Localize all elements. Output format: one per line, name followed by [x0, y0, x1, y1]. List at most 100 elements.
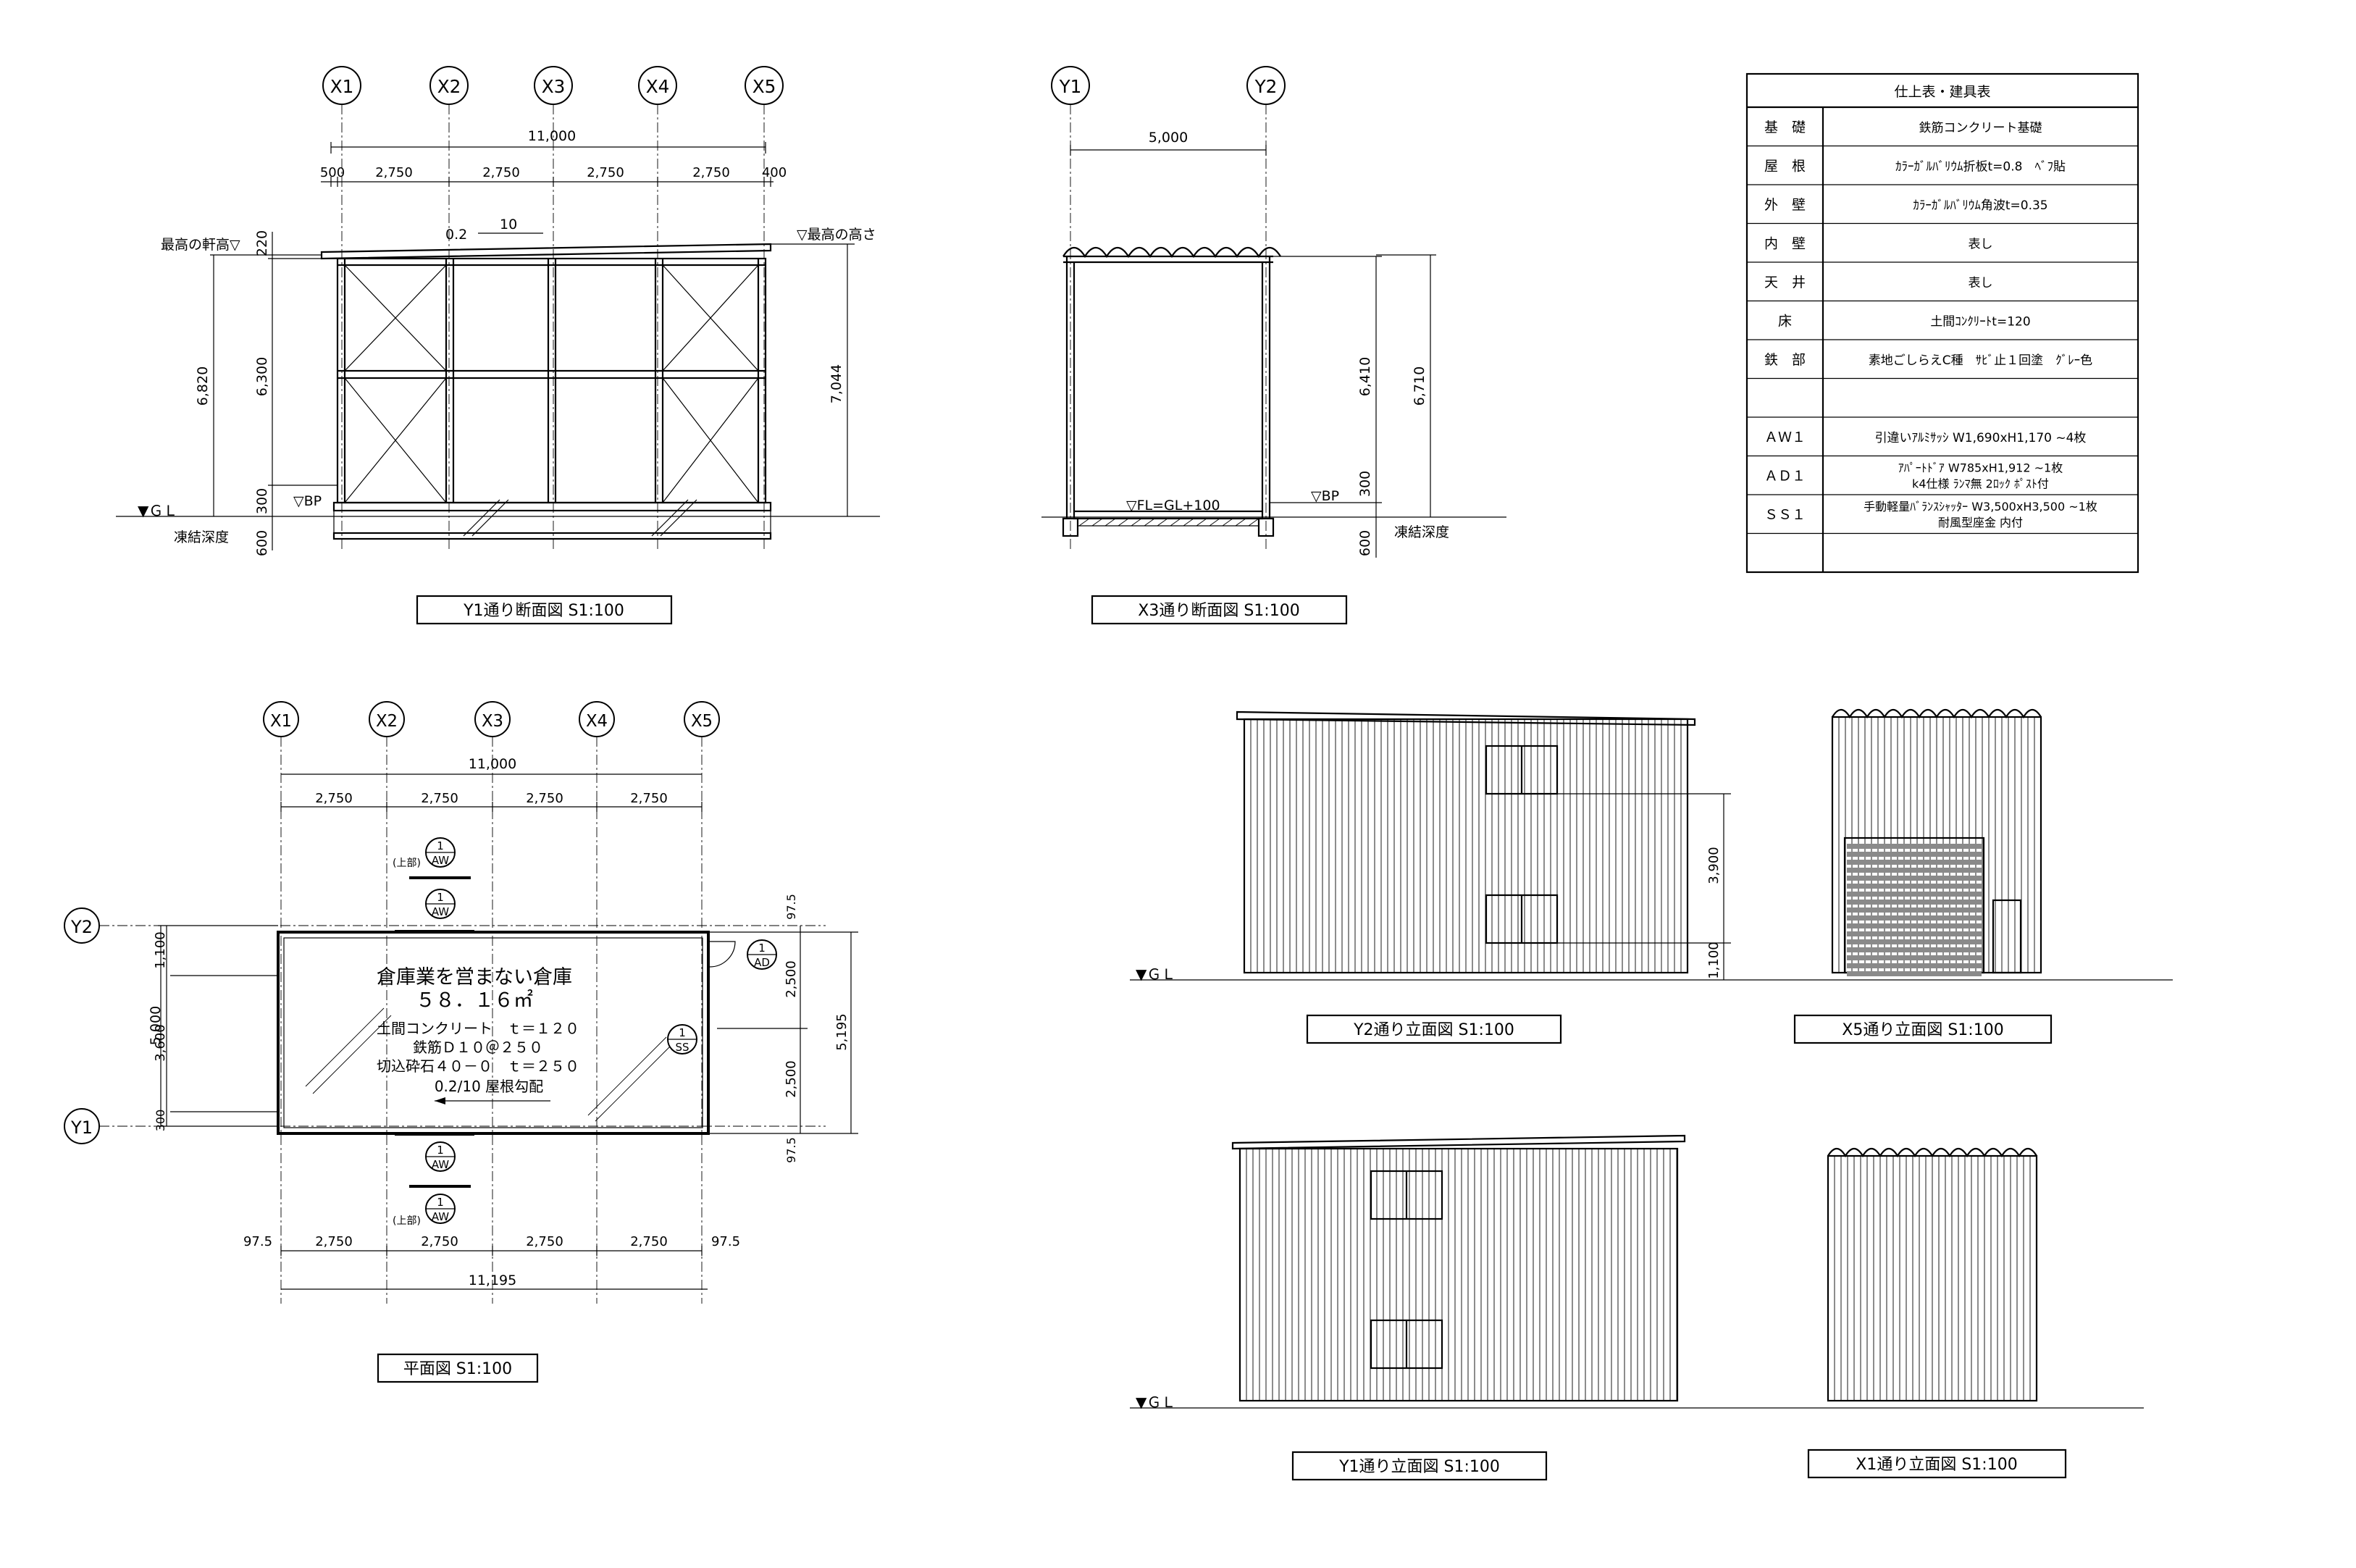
- y1-overall-dim: 11,000: [528, 128, 576, 144]
- y1-gl-label: ▼ＧＬ: [138, 502, 177, 519]
- svg-text:600: 600: [254, 530, 270, 556]
- svg-text:▼ＧＬ: ▼ＧＬ: [1136, 1393, 1175, 1411]
- spec-key: 内 壁: [1764, 235, 1806, 251]
- plan-span-top: 2,750: [630, 791, 668, 806]
- svg-text:1,100: 1,100: [1706, 942, 1722, 979]
- plan-overall-bottom: 11,195: [469, 1273, 516, 1288]
- spec-value: ｶﾗｰｶﾞﾙﾊﾞﾘｳﾑ折板t=0.8 ﾍﾞﾌ貼: [1895, 159, 2066, 174]
- grid-bubble-x1-label: X1: [330, 76, 354, 97]
- plan-grid-bubble-x5-label: X5: [691, 712, 713, 731]
- spec-key: ＡＤ１: [1764, 468, 1806, 484]
- plan-room-title: 倉庫業を営まない倉庫: [377, 966, 572, 989]
- y1-section-title: Y1通り断面図 S1:100: [463, 602, 624, 620]
- svg-text:SS: SS: [675, 1041, 689, 1054]
- svg-text:1: 1: [679, 1026, 686, 1039]
- spec-value: 鉄筋コンクリート基礎: [1919, 121, 2042, 135]
- grid-bubble-y1-label: Y1: [1059, 76, 1082, 97]
- spec-key: 屋 根: [1764, 158, 1806, 174]
- plan-span-top: 2,750: [315, 791, 353, 806]
- spec-key: ＡＷ１: [1764, 429, 1806, 445]
- spec-value: ｱﾊﾟｰﾄﾄﾞｱ W785xH1,912 ~1枚: [1898, 461, 2063, 475]
- spec-value: 表し: [1969, 237, 1993, 251]
- plan-edge-right: 97.5: [711, 1234, 740, 1249]
- elevation-y2: ▼ＧＬ 3,900 1,100 Y2通り立面図 S1:100: [1130, 710, 2173, 1044]
- elev-x5-title: X5通り立面図 S1:100: [1842, 1021, 2003, 1039]
- svg-text:AW: AW: [432, 854, 449, 867]
- svg-text:Y2: Y2: [70, 917, 93, 937]
- y1-slope-top: 10: [500, 217, 517, 232]
- grid-bubble-y2-label: Y2: [1254, 76, 1278, 97]
- svg-text:97.5: 97.5: [784, 1137, 798, 1163]
- elev-x1-title: X1通り立面図 S1:100: [1856, 1456, 2017, 1474]
- elev-y1-title: Y1通り立面図 S1:100: [1338, 1458, 1500, 1476]
- elev-y2-title: Y2通り立面図 S1:100: [1353, 1021, 1514, 1039]
- y1-roof: [320, 243, 772, 260]
- svg-text:6,820: 6,820: [195, 366, 211, 406]
- svg-text:97.5: 97.5: [784, 894, 798, 920]
- plan-room-area: ５８．１６㎡: [416, 989, 533, 1012]
- elevation-y1: ▼ＧＬ Y1通り立面図 S1:100: [1130, 1134, 2144, 1481]
- grid-bubble-x2-label: X2: [437, 76, 461, 97]
- y1-eaves-label: 最高の軒高▽: [161, 237, 240, 253]
- svg-text:6,710: 6,710: [1412, 366, 1428, 406]
- plan-grid-bubble-x4-label: X4: [586, 712, 608, 731]
- x3-span-dim: 5,000: [1149, 130, 1188, 146]
- plan-span-bottom: 2,750: [421, 1234, 458, 1249]
- y1-frost-label: 凍結深度: [174, 529, 229, 545]
- y1-span-dim: 2,750: [482, 165, 520, 180]
- svg-text:AD: AD: [754, 956, 770, 969]
- svg-text:(上部): (上部): [393, 858, 421, 869]
- svg-text:7,044: 7,044: [829, 364, 844, 403]
- y1-max-height-label: ▽最高の高さ: [797, 227, 876, 243]
- x3-bp-label: ▽BP: [1311, 488, 1339, 504]
- spec-key: 天 井: [1764, 274, 1806, 290]
- y1-bp-label: ▽BP: [293, 493, 322, 509]
- plan-span-bottom: 2,750: [630, 1234, 668, 1249]
- spec-key: ＳＳ１: [1764, 507, 1806, 523]
- spec-key: 外 壁: [1764, 197, 1806, 213]
- plan-title: 平面図 S1:100: [403, 1360, 512, 1378]
- svg-text:切込砕石４０－０ ｔ＝２５０: 切込砕石４０－０ ｔ＝２５０: [377, 1057, 579, 1075]
- svg-text:土間コンクリート ｔ＝１２０: 土間コンクリート ｔ＝１２０: [377, 1020, 579, 1037]
- svg-text:6,410: 6,410: [1357, 357, 1373, 396]
- spec-value: 表し: [1969, 276, 1993, 290]
- spec-value: 引違いｱﾙﾐｻｯｼ W1,690xH1,170 ~4枚: [1875, 431, 2087, 445]
- y1-span-dim: 2,750: [587, 165, 624, 180]
- elevation-x1: X1通り立面図 S1:100: [1807, 1147, 2067, 1479]
- grid-bubble-x3-label: X3: [542, 76, 566, 97]
- svg-text:5,195: 5,195: [834, 1013, 850, 1051]
- plan-overall-top: 11,000: [469, 756, 516, 772]
- spec-table-title: 仕上表・建具表: [1894, 84, 1990, 100]
- elevation-x5: X5通り立面図 S1:100: [1793, 708, 2053, 1044]
- svg-text:AW: AW: [432, 1158, 449, 1171]
- svg-text:5,000: 5,000: [148, 1006, 164, 1045]
- svg-text:Y1: Y1: [70, 1118, 93, 1138]
- svg-text:3,900: 3,900: [1706, 847, 1722, 884]
- svg-text:1: 1: [437, 891, 444, 904]
- grid-bubble-x5-label: X5: [753, 76, 776, 97]
- spec-value: 素地ごしらえC種 ｻﾋﾞ止１回塗 ｸﾞﾚｰ色: [1869, 353, 2092, 368]
- x3-section-title: X3通り断面図 S1:100: [1138, 602, 1299, 620]
- svg-text:300: 300: [254, 488, 270, 514]
- spec-key: 鉄 部: [1764, 352, 1806, 368]
- spec-key: 基 礎: [1764, 120, 1806, 135]
- plan-span-bottom: 2,750: [526, 1234, 563, 1249]
- svg-text:1: 1: [437, 1196, 444, 1209]
- plan-grid-bubble-x3-label: X3: [482, 712, 503, 731]
- y1-span-dim: 500: [320, 165, 345, 180]
- svg-text:▼ＧＬ: ▼ＧＬ: [1136, 965, 1175, 983]
- y1-slope-side: 0.2: [445, 227, 467, 243]
- plan-grid-bubble-x1-label: X1: [270, 712, 292, 731]
- plan-span-top: 2,750: [421, 791, 458, 806]
- svg-text:2,500: 2,500: [784, 960, 799, 998]
- plan-span-bottom: 2,750: [315, 1234, 353, 1249]
- spec-value-2: 耐風型座金 内付: [1938, 516, 2023, 529]
- svg-text:(上部): (上部): [393, 1215, 421, 1227]
- plan-slope-note: 0.2/10 屋根勾配: [435, 1078, 543, 1095]
- x3-fl-label: ▽FL=GL+100: [1126, 498, 1220, 513]
